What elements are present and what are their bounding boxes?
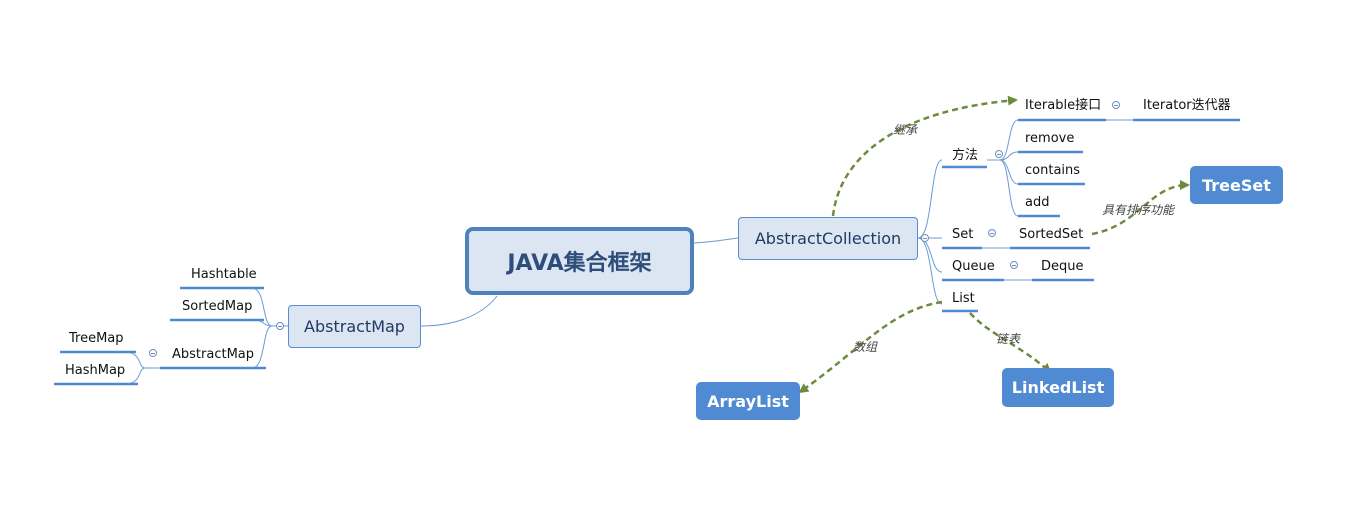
collapse-toggle-abstractmap-child[interactable] (149, 349, 157, 357)
abstract-collection-node[interactable]: AbstractCollection (738, 217, 918, 260)
relation-inherit (831, 95, 1018, 217)
sortedset-label[interactable]: SortedSet (1019, 227, 1084, 242)
collapse-toggle-iterable[interactable] (1112, 101, 1120, 109)
list-label[interactable]: List (952, 291, 975, 306)
relation-linked (969, 312, 1052, 374)
linkedlist-box[interactable]: LinkedList (1002, 368, 1114, 407)
relation-sort (1091, 180, 1190, 236)
sortedmap-label[interactable]: SortedMap (182, 299, 253, 314)
array-relation-label: 数组 (853, 340, 878, 354)
iterator-label[interactable]: Iterator迭代器 (1143, 98, 1231, 113)
treemap-label[interactable]: TreeMap (69, 331, 124, 346)
sort-relation-label: 具有排序功能 (1102, 203, 1175, 217)
relation-array (798, 300, 943, 394)
connector-central-map (420, 295, 498, 327)
arraylist-box[interactable]: ArrayList (696, 382, 800, 420)
queue-label[interactable]: Queue (952, 259, 995, 274)
linked-relation-label: 链表 (996, 332, 1021, 346)
set-label[interactable]: Set (952, 227, 974, 242)
connector-central-collection (693, 237, 739, 244)
collapse-toggle-map[interactable] (276, 322, 284, 330)
method-remove[interactable]: remove (1025, 131, 1075, 146)
hashtable-label[interactable]: Hashtable (191, 267, 257, 282)
iterable-label[interactable]: Iterable接口 (1025, 98, 1102, 113)
abstract-map-node[interactable]: AbstractMap (288, 305, 421, 348)
treeset-box[interactable]: TreeSet (1190, 166, 1283, 204)
collapse-toggle-queue[interactable] (1010, 261, 1018, 269)
collapse-toggle-collection[interactable] (921, 234, 929, 242)
central-topic[interactable]: JAVA集合框架 (465, 227, 694, 295)
collapse-toggle-methods[interactable] (995, 150, 1003, 158)
inherit-relation-label: 继承 (893, 123, 918, 137)
deque-label[interactable]: Deque (1041, 259, 1084, 274)
hashmap-label[interactable]: HashMap (65, 363, 126, 378)
methods-label[interactable]: 方法 (952, 148, 979, 163)
method-add[interactable]: add (1025, 195, 1050, 210)
collapse-toggle-set[interactable] (988, 229, 996, 237)
abstractmap-child-label[interactable]: AbstractMap (172, 347, 255, 362)
method-contains[interactable]: contains (1025, 163, 1081, 178)
